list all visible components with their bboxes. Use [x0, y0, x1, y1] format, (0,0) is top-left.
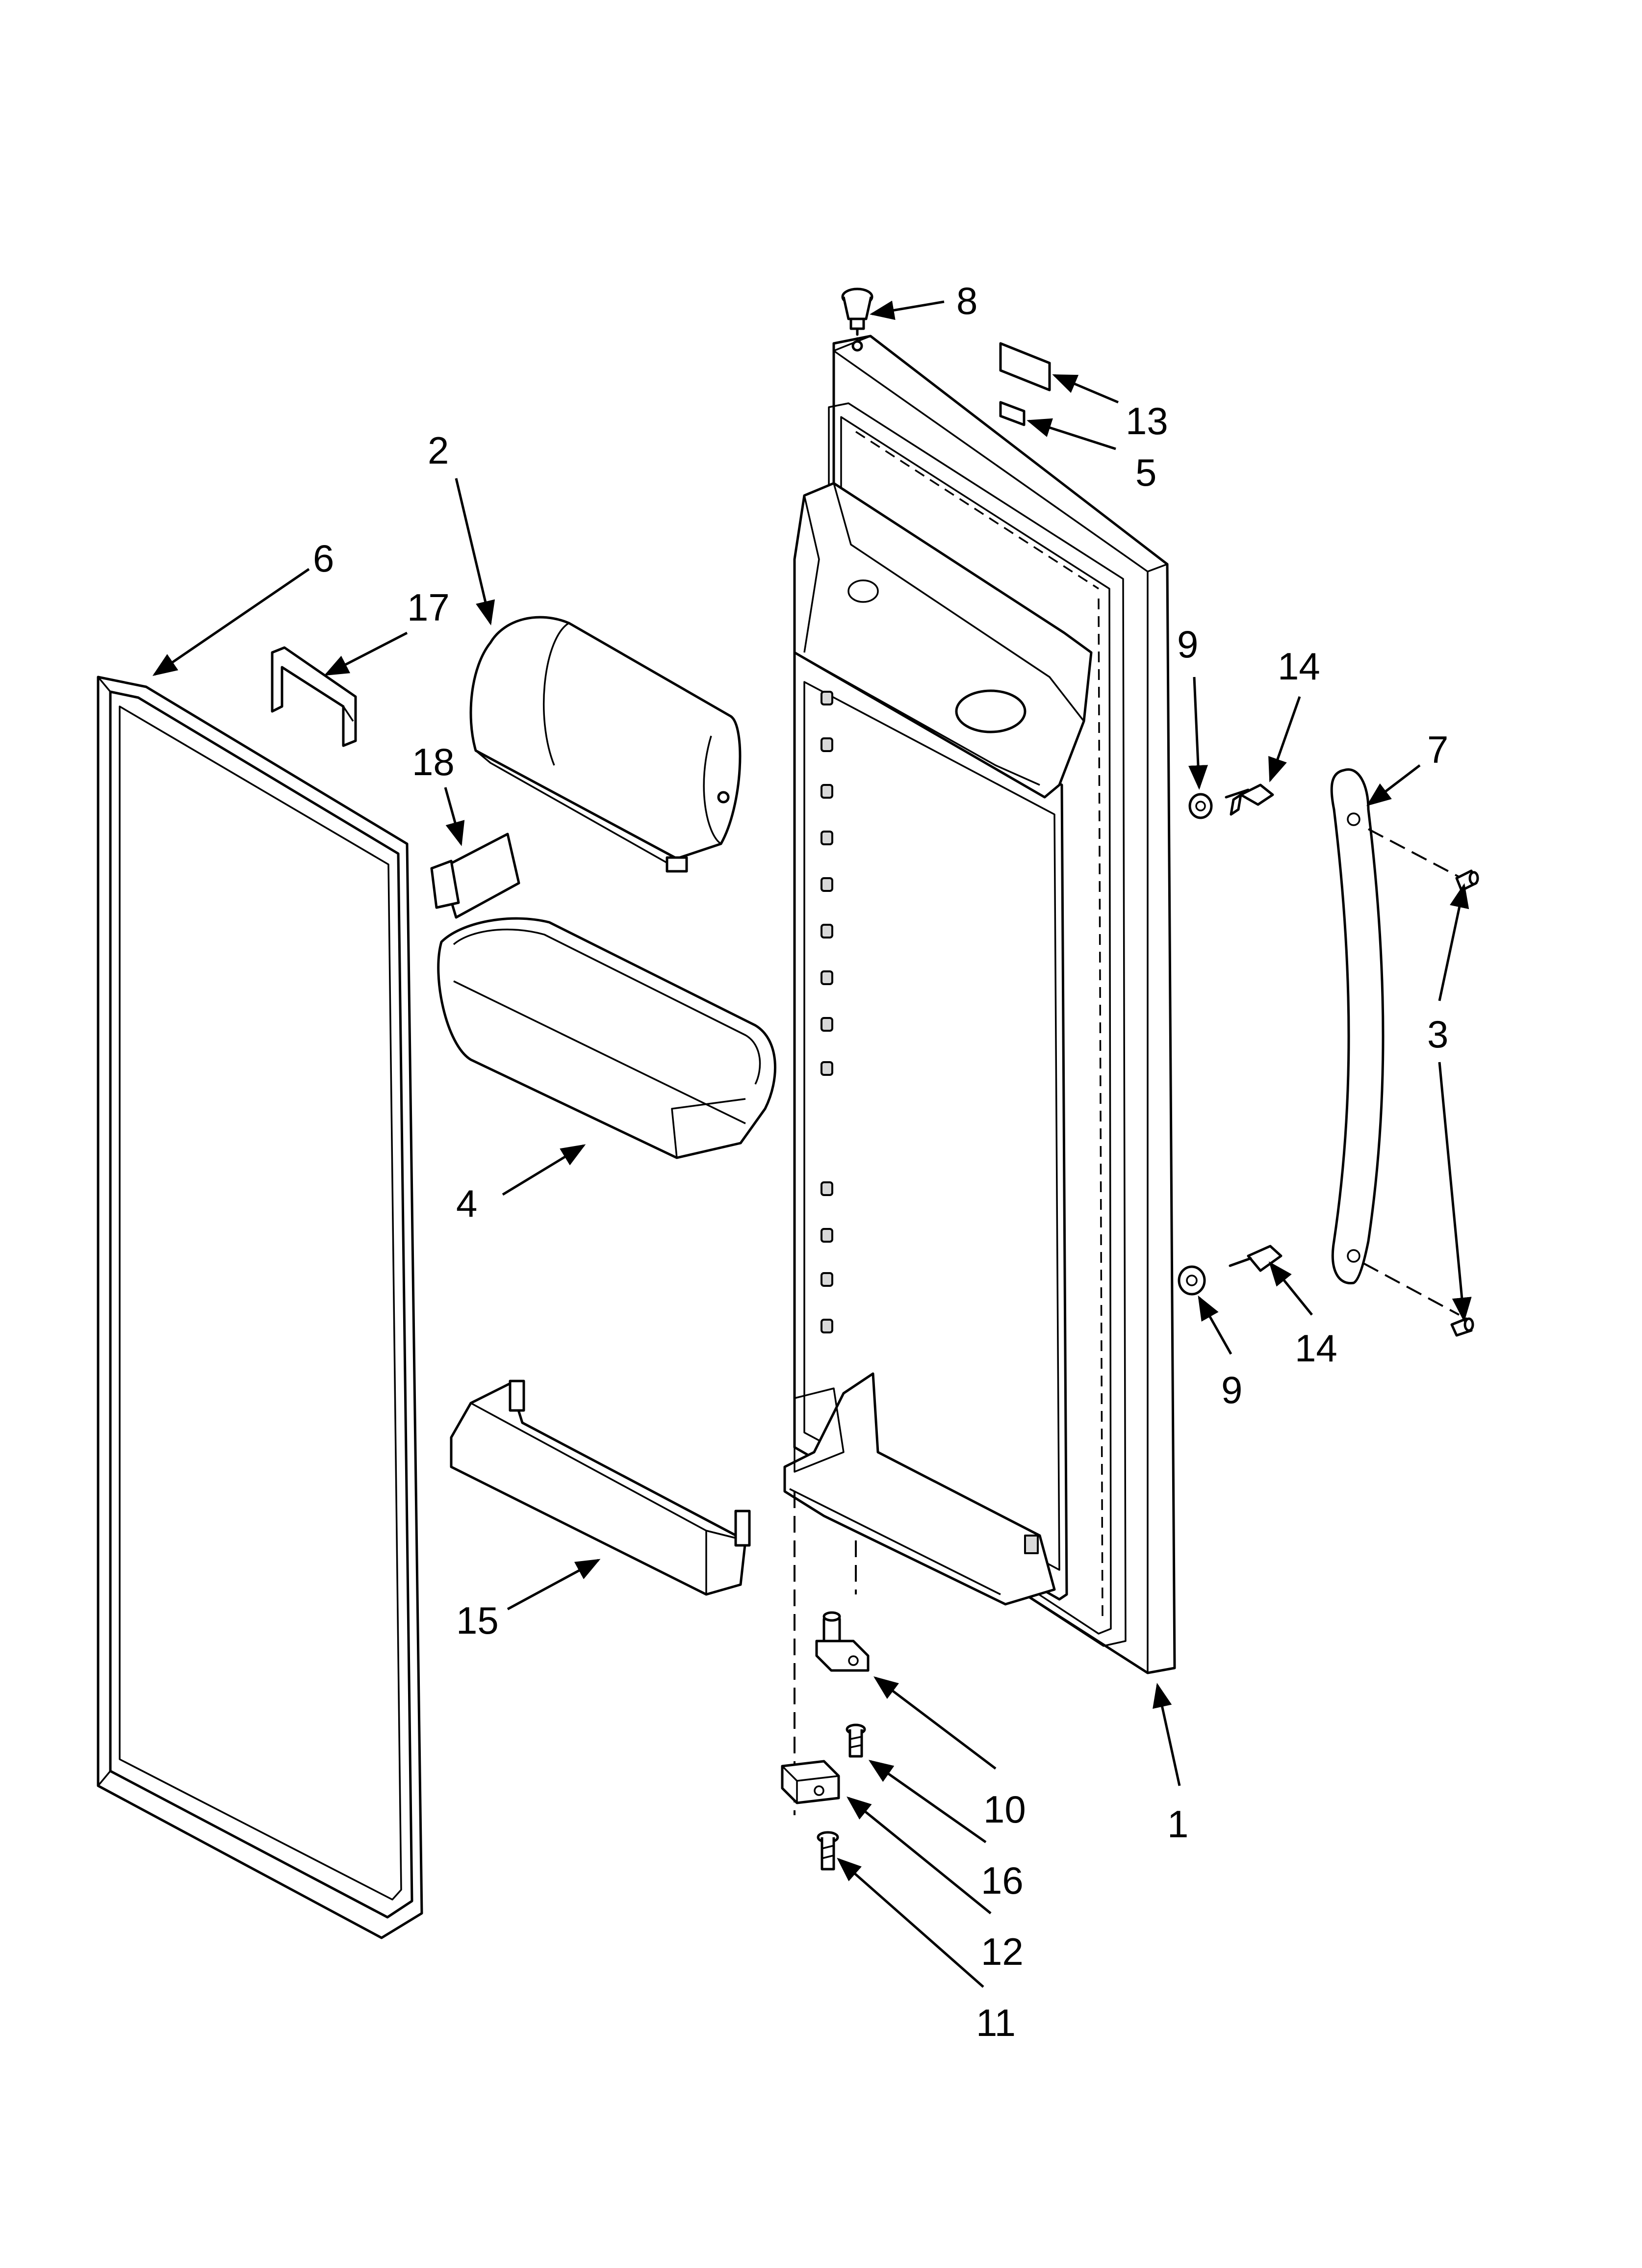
- door-gasket: [97, 676, 423, 1939]
- callout-16: 16: [981, 1859, 1024, 1902]
- callout-11: 11: [976, 2001, 1016, 2044]
- clip-18: [430, 833, 520, 919]
- callout-7: 7: [1427, 728, 1448, 771]
- spacer-lower: [1178, 1265, 1206, 1296]
- door-assembly: [783, 335, 1176, 1674]
- callout-18: 18: [412, 740, 455, 783]
- callout-12: 12: [981, 1930, 1024, 1973]
- door-bin: [437, 917, 776, 1159]
- screw-lower: [1229, 1245, 1283, 1272]
- set-screw-upper: [1455, 869, 1479, 892]
- callout-1: 1: [1167, 1802, 1188, 1846]
- hinge-screw-16: [846, 1723, 866, 1758]
- hinge-pin-10: [815, 1611, 870, 1672]
- label-13: [999, 342, 1051, 391]
- label-5: [999, 401, 1026, 426]
- screw-upper: [1225, 783, 1274, 816]
- callout-13: 13: [1126, 399, 1168, 443]
- callout-labels: 8 13 5 2 6 17 18 4 15 9 14 7 3 14 9 10 1…: [313, 279, 1448, 2044]
- callout-4: 4: [456, 1182, 477, 1225]
- hinge-screw-11: [817, 1831, 839, 1871]
- hinge-bracket-12: [781, 1760, 840, 1804]
- door-handle: [1330, 768, 1462, 1316]
- bracket-17: [271, 646, 357, 747]
- callout-3: 3: [1427, 1013, 1448, 1056]
- set-screw-lower: [1450, 1317, 1474, 1337]
- spacer-upper: [1188, 793, 1213, 819]
- callout-15: 15: [456, 1599, 499, 1642]
- callout-10: 10: [983, 1788, 1026, 1831]
- callout-14-lower: 14: [1295, 1327, 1337, 1370]
- callout-8: 8: [956, 279, 977, 322]
- dairy-bin-cover: [469, 616, 742, 873]
- callout-17: 17: [407, 586, 450, 629]
- liner-shelf-rail: [821, 691, 833, 1333]
- callout-9-upper: 9: [1177, 623, 1198, 666]
- leader-lines: [152, 300, 1472, 1988]
- callout-14-upper: 14: [1278, 645, 1320, 688]
- callout-6: 6: [313, 537, 334, 580]
- lower-door-bin: [450, 1380, 751, 1596]
- callout-9-lower: 9: [1221, 1368, 1242, 1411]
- door-plug: [841, 287, 873, 352]
- callout-2: 2: [428, 429, 449, 472]
- callout-5: 5: [1135, 451, 1156, 494]
